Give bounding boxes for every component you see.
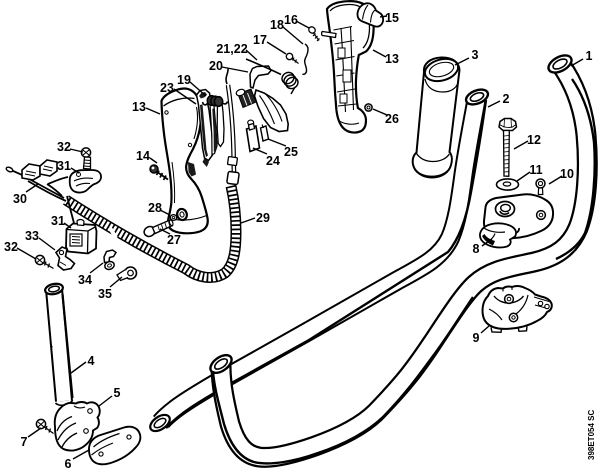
svg-text:8: 8 [473, 242, 480, 256]
svg-text:32: 32 [57, 140, 71, 154]
svg-text:15: 15 [385, 11, 399, 25]
svg-text:24: 24 [266, 154, 280, 168]
svg-text:29: 29 [256, 211, 270, 225]
svg-text:17: 17 [253, 33, 267, 47]
svg-text:398ET054 SC: 398ET054 SC [587, 410, 596, 460]
svg-text:11: 11 [529, 163, 542, 177]
svg-text:7: 7 [21, 435, 28, 449]
svg-text:26: 26 [385, 112, 399, 126]
svg-text:33: 33 [25, 229, 39, 243]
svg-text:30: 30 [13, 192, 27, 206]
svg-text:1: 1 [586, 49, 593, 63]
svg-text:31: 31 [51, 214, 65, 228]
svg-text:21,22: 21,22 [216, 42, 247, 56]
svg-text:32: 32 [4, 240, 18, 254]
svg-text:28: 28 [148, 201, 162, 215]
svg-text:20: 20 [209, 59, 223, 73]
svg-text:25: 25 [284, 145, 298, 159]
svg-text:5: 5 [114, 386, 121, 400]
svg-text:10: 10 [560, 167, 574, 181]
svg-text:34: 34 [78, 273, 92, 287]
svg-text:19: 19 [177, 73, 191, 87]
svg-text:9: 9 [473, 331, 480, 345]
svg-text:18: 18 [270, 18, 284, 32]
svg-text:31: 31 [57, 159, 71, 173]
svg-text:35: 35 [98, 287, 112, 301]
svg-text:27: 27 [167, 233, 181, 247]
svg-text:14: 14 [136, 149, 150, 163]
svg-text:13: 13 [132, 100, 146, 114]
svg-text:13: 13 [385, 52, 399, 66]
svg-text:23: 23 [160, 81, 174, 95]
svg-text:3: 3 [472, 48, 479, 62]
svg-text:12: 12 [527, 133, 541, 147]
svg-text:2: 2 [503, 92, 510, 106]
svg-text:4: 4 [88, 354, 95, 368]
svg-text:6: 6 [65, 457, 72, 471]
svg-text:16: 16 [284, 13, 298, 27]
